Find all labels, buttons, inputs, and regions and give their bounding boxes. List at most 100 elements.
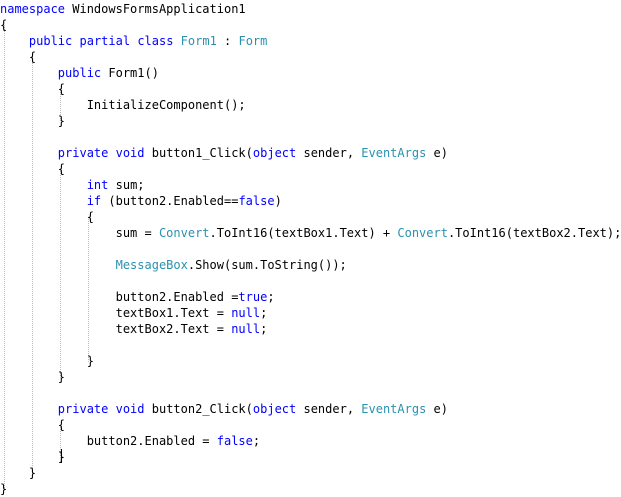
code-token: (button2.Enabled== — [101, 194, 239, 208]
code-token: } — [0, 114, 66, 128]
code-token: ) — [274, 194, 282, 208]
keyword-token: private — [57, 146, 109, 160]
code-token: .ToInt16(textBox1.Text) + — [209, 226, 398, 240]
code-line[interactable]: if (button2.Enabled==false) — [0, 193, 282, 209]
code-token: WindowsFormsApplication1 — [65, 2, 246, 16]
code-token: : — [216, 34, 239, 48]
code-token: } — [0, 354, 94, 368]
text-caret — [61, 449, 62, 463]
indent-guide — [32, 57, 33, 474]
code-line[interactable]: sum = Convert.ToInt16(textBox1.Text) + C… — [0, 225, 621, 241]
code-token — [0, 66, 58, 80]
code-token: sender, — [296, 402, 362, 416]
keyword-token: public — [28, 34, 73, 48]
code-line[interactable]: InitializeComponent(); — [0, 97, 246, 113]
code-line[interactable]: { — [0, 161, 65, 177]
code-token: .ToInt16(textBox2.Text); — [447, 226, 621, 240]
code-line[interactable]: } — [0, 113, 65, 129]
code-token — [108, 402, 115, 416]
code-token: ; — [260, 322, 268, 336]
code-token: sender, — [296, 146, 362, 160]
code-token: sum; — [108, 178, 145, 192]
type-token: Form1 — [180, 34, 217, 48]
code-line[interactable]: } — [0, 465, 36, 481]
code-line[interactable]: public partial class Form1 : Form — [0, 33, 267, 49]
code-token: Form1() — [101, 66, 159, 80]
code-token — [0, 146, 58, 160]
code-line[interactable]: } — [0, 353, 94, 369]
code-line[interactable]: { — [0, 417, 65, 433]
code-line[interactable]: int sum; — [0, 177, 145, 193]
code-token: { — [0, 418, 66, 432]
indent-guide — [60, 89, 61, 121]
code-token: button2.Enabled = — [0, 434, 217, 448]
code-line[interactable]: namespace WindowsFormsApplication1 — [0, 1, 246, 17]
code-token — [0, 258, 116, 272]
keyword-token: private — [57, 402, 109, 416]
code-token — [0, 194, 87, 208]
code-line[interactable]: textBox1.Text = null; — [0, 305, 268, 321]
code-line[interactable]: } — [0, 481, 7, 497]
keyword-token: int — [86, 178, 109, 192]
indent-guide — [60, 425, 61, 458]
keyword-token: false — [216, 434, 253, 448]
keyword-token: null — [231, 306, 261, 320]
code-token — [0, 34, 29, 48]
code-token: sum = — [0, 226, 159, 240]
code-line[interactable]: private void button2_Click(object sender… — [0, 401, 448, 417]
code-token — [108, 146, 115, 160]
code-token: button2_Click( — [144, 402, 253, 416]
code-token — [173, 34, 180, 48]
code-token: } — [0, 450, 66, 464]
code-token: } — [0, 370, 66, 384]
keyword-token: void — [115, 402, 145, 416]
code-token: textBox1.Text = — [0, 306, 232, 320]
code-token: { — [0, 210, 94, 224]
type-token: Convert — [397, 226, 448, 240]
code-token: { — [0, 50, 37, 64]
code-token — [72, 34, 79, 48]
code-token — [0, 178, 87, 192]
code-token: button1_Click( — [144, 146, 253, 160]
keyword-token: true — [238, 290, 268, 304]
keyword-token: false — [238, 194, 275, 208]
keyword-token: if — [86, 194, 102, 208]
code-line[interactable]: { — [0, 81, 65, 97]
type-token: Convert — [158, 226, 210, 240]
code-line[interactable]: { — [0, 209, 94, 225]
code-line[interactable]: button2.Enabled = false; — [0, 433, 260, 449]
keyword-token: object — [252, 146, 297, 160]
code-token: InitializeComponent(); — [0, 98, 246, 112]
code-token: } — [0, 466, 37, 480]
keyword-token: namespace — [0, 2, 66, 16]
code-token: { — [0, 82, 66, 96]
code-token: textBox2.Text = — [0, 322, 232, 336]
keyword-token: void — [115, 146, 145, 160]
code-token: ; — [252, 434, 261, 448]
code-line[interactable]: { — [0, 17, 7, 33]
keyword-token: class — [137, 34, 174, 48]
keyword-token: public — [57, 66, 102, 80]
code-token — [0, 402, 58, 416]
code-line[interactable]: } — [0, 369, 65, 385]
keyword-token: null — [231, 322, 261, 336]
code-line[interactable]: public Form1() — [0, 65, 159, 81]
code-token: } — [0, 482, 8, 496]
type-token: EventArgs — [361, 146, 427, 160]
code-line[interactable]: textBox2.Text = null; — [0, 321, 268, 337]
code-line[interactable]: { — [0, 49, 36, 65]
keyword-token: object — [252, 402, 297, 416]
type-token: Form — [238, 34, 268, 48]
code-token: e) — [426, 146, 448, 160]
code-token: { — [0, 18, 8, 32]
indent-guide — [60, 169, 61, 378]
indent-guide — [88, 217, 89, 362]
keyword-token: partial — [79, 34, 131, 48]
code-line[interactable]: button2.Enabled =true; — [0, 289, 275, 305]
code-line[interactable]: } — [0, 449, 65, 465]
code-line[interactable]: private void button1_Click(object sender… — [0, 145, 448, 161]
code-line[interactable]: MessageBox.Show(sum.ToString()); — [0, 257, 347, 273]
indent-guide — [4, 25, 5, 490]
code-token: ; — [260, 306, 268, 320]
